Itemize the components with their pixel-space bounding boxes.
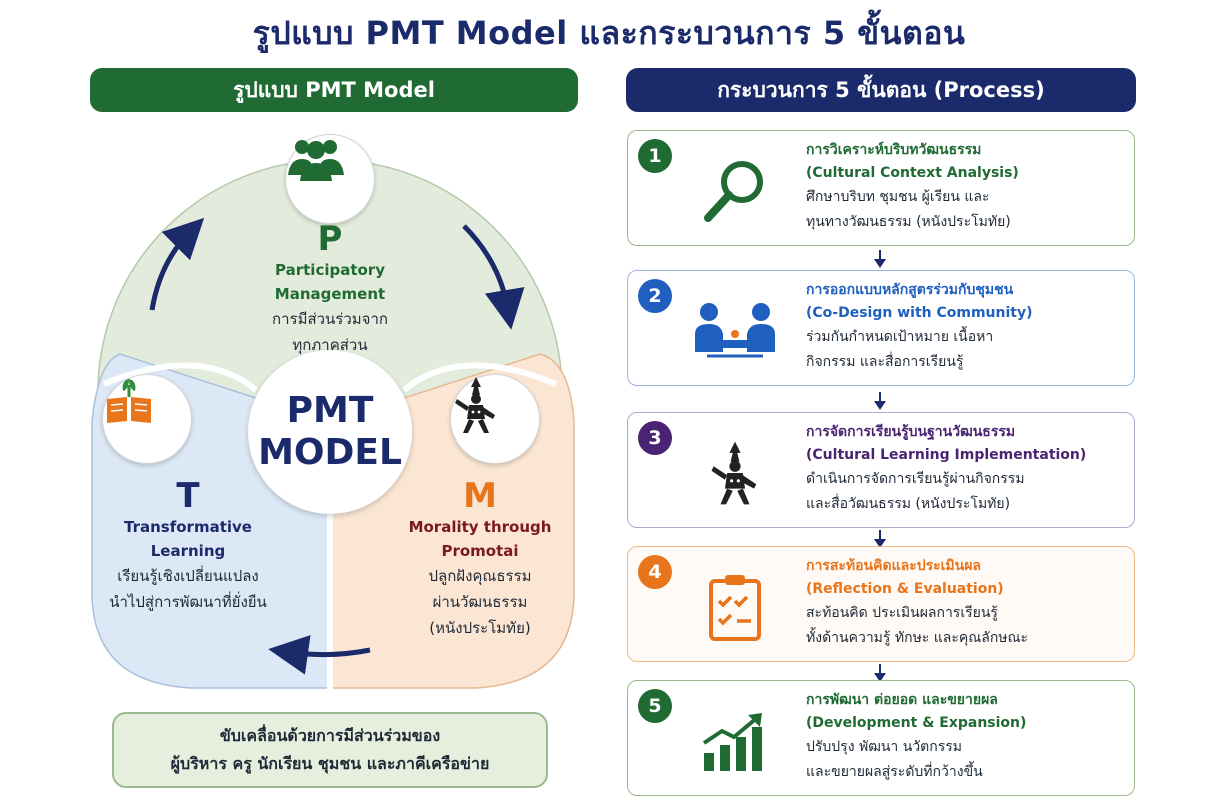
participation-line2: ผู้บริหาร ครู นักเรียน ชุมชน และภาคีเครื…	[170, 754, 490, 773]
step-2-title: การออกแบบหลักสูตรร่วมกับชุมชน	[806, 282, 1014, 298]
step-2-desc-line1: ร่วมกันกำหนดเป้าหมาย เนื้อหา	[806, 329, 994, 345]
down-arrow-2	[874, 392, 886, 410]
shadow-puppet-icon	[690, 433, 780, 513]
process-step-1: 1 การวิเคราะห์บริบทวัฒนธรรม (Cultural Co…	[627, 130, 1135, 246]
step-4-number: 4	[638, 555, 672, 589]
p-en-line1: Participatory	[275, 261, 385, 279]
arrow-p-to-m	[462, 224, 525, 330]
p-th-line2: ทุกภาคส่วน	[292, 336, 368, 354]
step-1-en: (Cultural Context Analysis)	[806, 165, 1019, 181]
m-letter: M	[463, 476, 497, 516]
people-group-icon	[285, 134, 375, 224]
shadow-puppet-icon	[450, 374, 540, 464]
p-letter: P	[317, 219, 343, 259]
down-arrow-4	[874, 664, 886, 682]
p-en-line2: Management	[274, 285, 386, 303]
p-th-line1: การมีส่วนร่วมจาก	[272, 310, 388, 328]
step-3-title: การจัดการเรียนรู้บนฐานวัฒนธรรม	[806, 424, 1016, 440]
step-1-title: การวิเคราะห์บริบทวัฒนธรรม	[806, 142, 982, 158]
m-th-line2: ผ่านวัฒนธรรม	[432, 593, 528, 611]
step-3-desc-line1: ดำเนินการจัดการเรียนรู้ผ่านกิจกรรม	[806, 471, 1025, 487]
step-4-title: การสะท้อนคิดและประเมินผล	[806, 558, 981, 574]
center-model-circle: PMT MODEL	[248, 350, 412, 514]
process-step-4: 4 การสะท้อนคิดและประเมินผล (Reflection &…	[627, 546, 1135, 662]
arrow-t-to-p	[149, 217, 205, 311]
process-step-5: 5 การพัฒนา ต่อยอด และขยายผล (Development…	[627, 680, 1135, 796]
step-3-number: 3	[638, 421, 672, 455]
step-5-desc-line2: และขยายผลสู่ระดับที่กว้างขึ้น	[806, 764, 983, 780]
step-3-en: (Cultural Learning Implementation)	[806, 447, 1087, 463]
t-en-line1: Transformative	[124, 518, 252, 536]
pmt-model-diagram: P Participatory Management การมีส่วนร่วม…	[80, 122, 590, 702]
t-en-line2: Learning	[150, 542, 226, 560]
step-4-desc-line2: ทั้งด้านความรู้ ทักษะ และคุณลักษณะ	[806, 630, 1029, 646]
down-arrow-1	[874, 250, 886, 268]
magnifier-icon	[690, 151, 780, 231]
down-arrow-3	[874, 530, 886, 548]
process-header: กระบวนการ 5 ขั้นตอน (Process)	[626, 68, 1136, 112]
step-3-desc-line2: และสื่อวัฒนธรรม (หนังประโมทัย)	[806, 496, 1011, 512]
page-title: รูปแบบ PMT Model และกระบวนการ 5 ขั้นตอน	[252, 14, 966, 52]
step-5-number: 5	[638, 689, 672, 723]
step-2-number: 2	[638, 279, 672, 313]
step-2-desc-line2: กิจกรรม และสื่อการเรียนรู้	[806, 354, 964, 370]
p-label: P Participatory Management การมีส่วนร่วม…	[230, 220, 430, 358]
process-step-2: 2 การออกแบบหลักสูตรร่วมกับชุมชน (Co-Desi…	[627, 270, 1135, 386]
t-th-line1: เรียนรู้เชิงเปลี่ยนแปลง	[117, 567, 259, 585]
step-1-desc-line2: ทุนทางวัฒนธรรม (หนังประโมทัย)	[806, 214, 1011, 230]
center-line1: PMT	[286, 390, 374, 431]
arrow-m-to-t	[268, 635, 371, 675]
m-en-line2: Promotai	[441, 542, 519, 560]
m-label: M Morality through Promotai ปลูกฝังคุณธร…	[385, 477, 575, 641]
step-5-title: การพัฒนา ต่อยอด และขยายผล	[806, 692, 998, 708]
collaboration-icon	[690, 291, 780, 371]
t-letter: T	[176, 476, 200, 516]
m-en-line1: Morality through	[408, 518, 552, 536]
m-th-line3: (หนังประโมทัย)	[429, 619, 531, 637]
book-sprout-icon	[102, 374, 192, 464]
step-1-number: 1	[638, 139, 672, 173]
step-5-en: (Development & Expansion)	[806, 715, 1027, 731]
process-step-3: 3 การจัดการเรียนรู้บนฐานวัฒนธรรม (Cultur…	[627, 412, 1135, 528]
t-label: T Transformative Learning เรียนรู้เชิงเป…	[88, 477, 288, 615]
participation-line1: ขับเคลื่อนด้วยการมีส่วนร่วมของ	[219, 726, 441, 745]
step-4-en: (Reflection & Evaluation)	[806, 581, 1004, 597]
t-th-line2: นำไปสู่การพัฒนาที่ยั่งยืน	[109, 593, 267, 611]
step-1-desc-line1: ศึกษาบริบท ชุมชน ผู้เรียน และ	[806, 189, 990, 205]
participation-note: ขับเคลื่อนด้วยการมีส่วนร่วมของ ผู้บริหาร…	[112, 712, 548, 788]
step-4-desc-line1: สะท้อนคิด ประเมินผลการเรียนรู้	[806, 605, 998, 621]
m-th-line1: ปลูกฝังคุณธรรม	[428, 567, 532, 585]
center-line2: MODEL	[258, 432, 402, 473]
step-2-en: (Co-Design with Community)	[806, 305, 1033, 321]
growth-chart-icon	[690, 701, 780, 781]
model-header: รูปแบบ PMT Model	[90, 68, 578, 112]
checklist-icon	[690, 567, 780, 647]
step-5-desc-line1: ปรับปรุง พัฒนา นวัตกรรม	[806, 739, 963, 755]
